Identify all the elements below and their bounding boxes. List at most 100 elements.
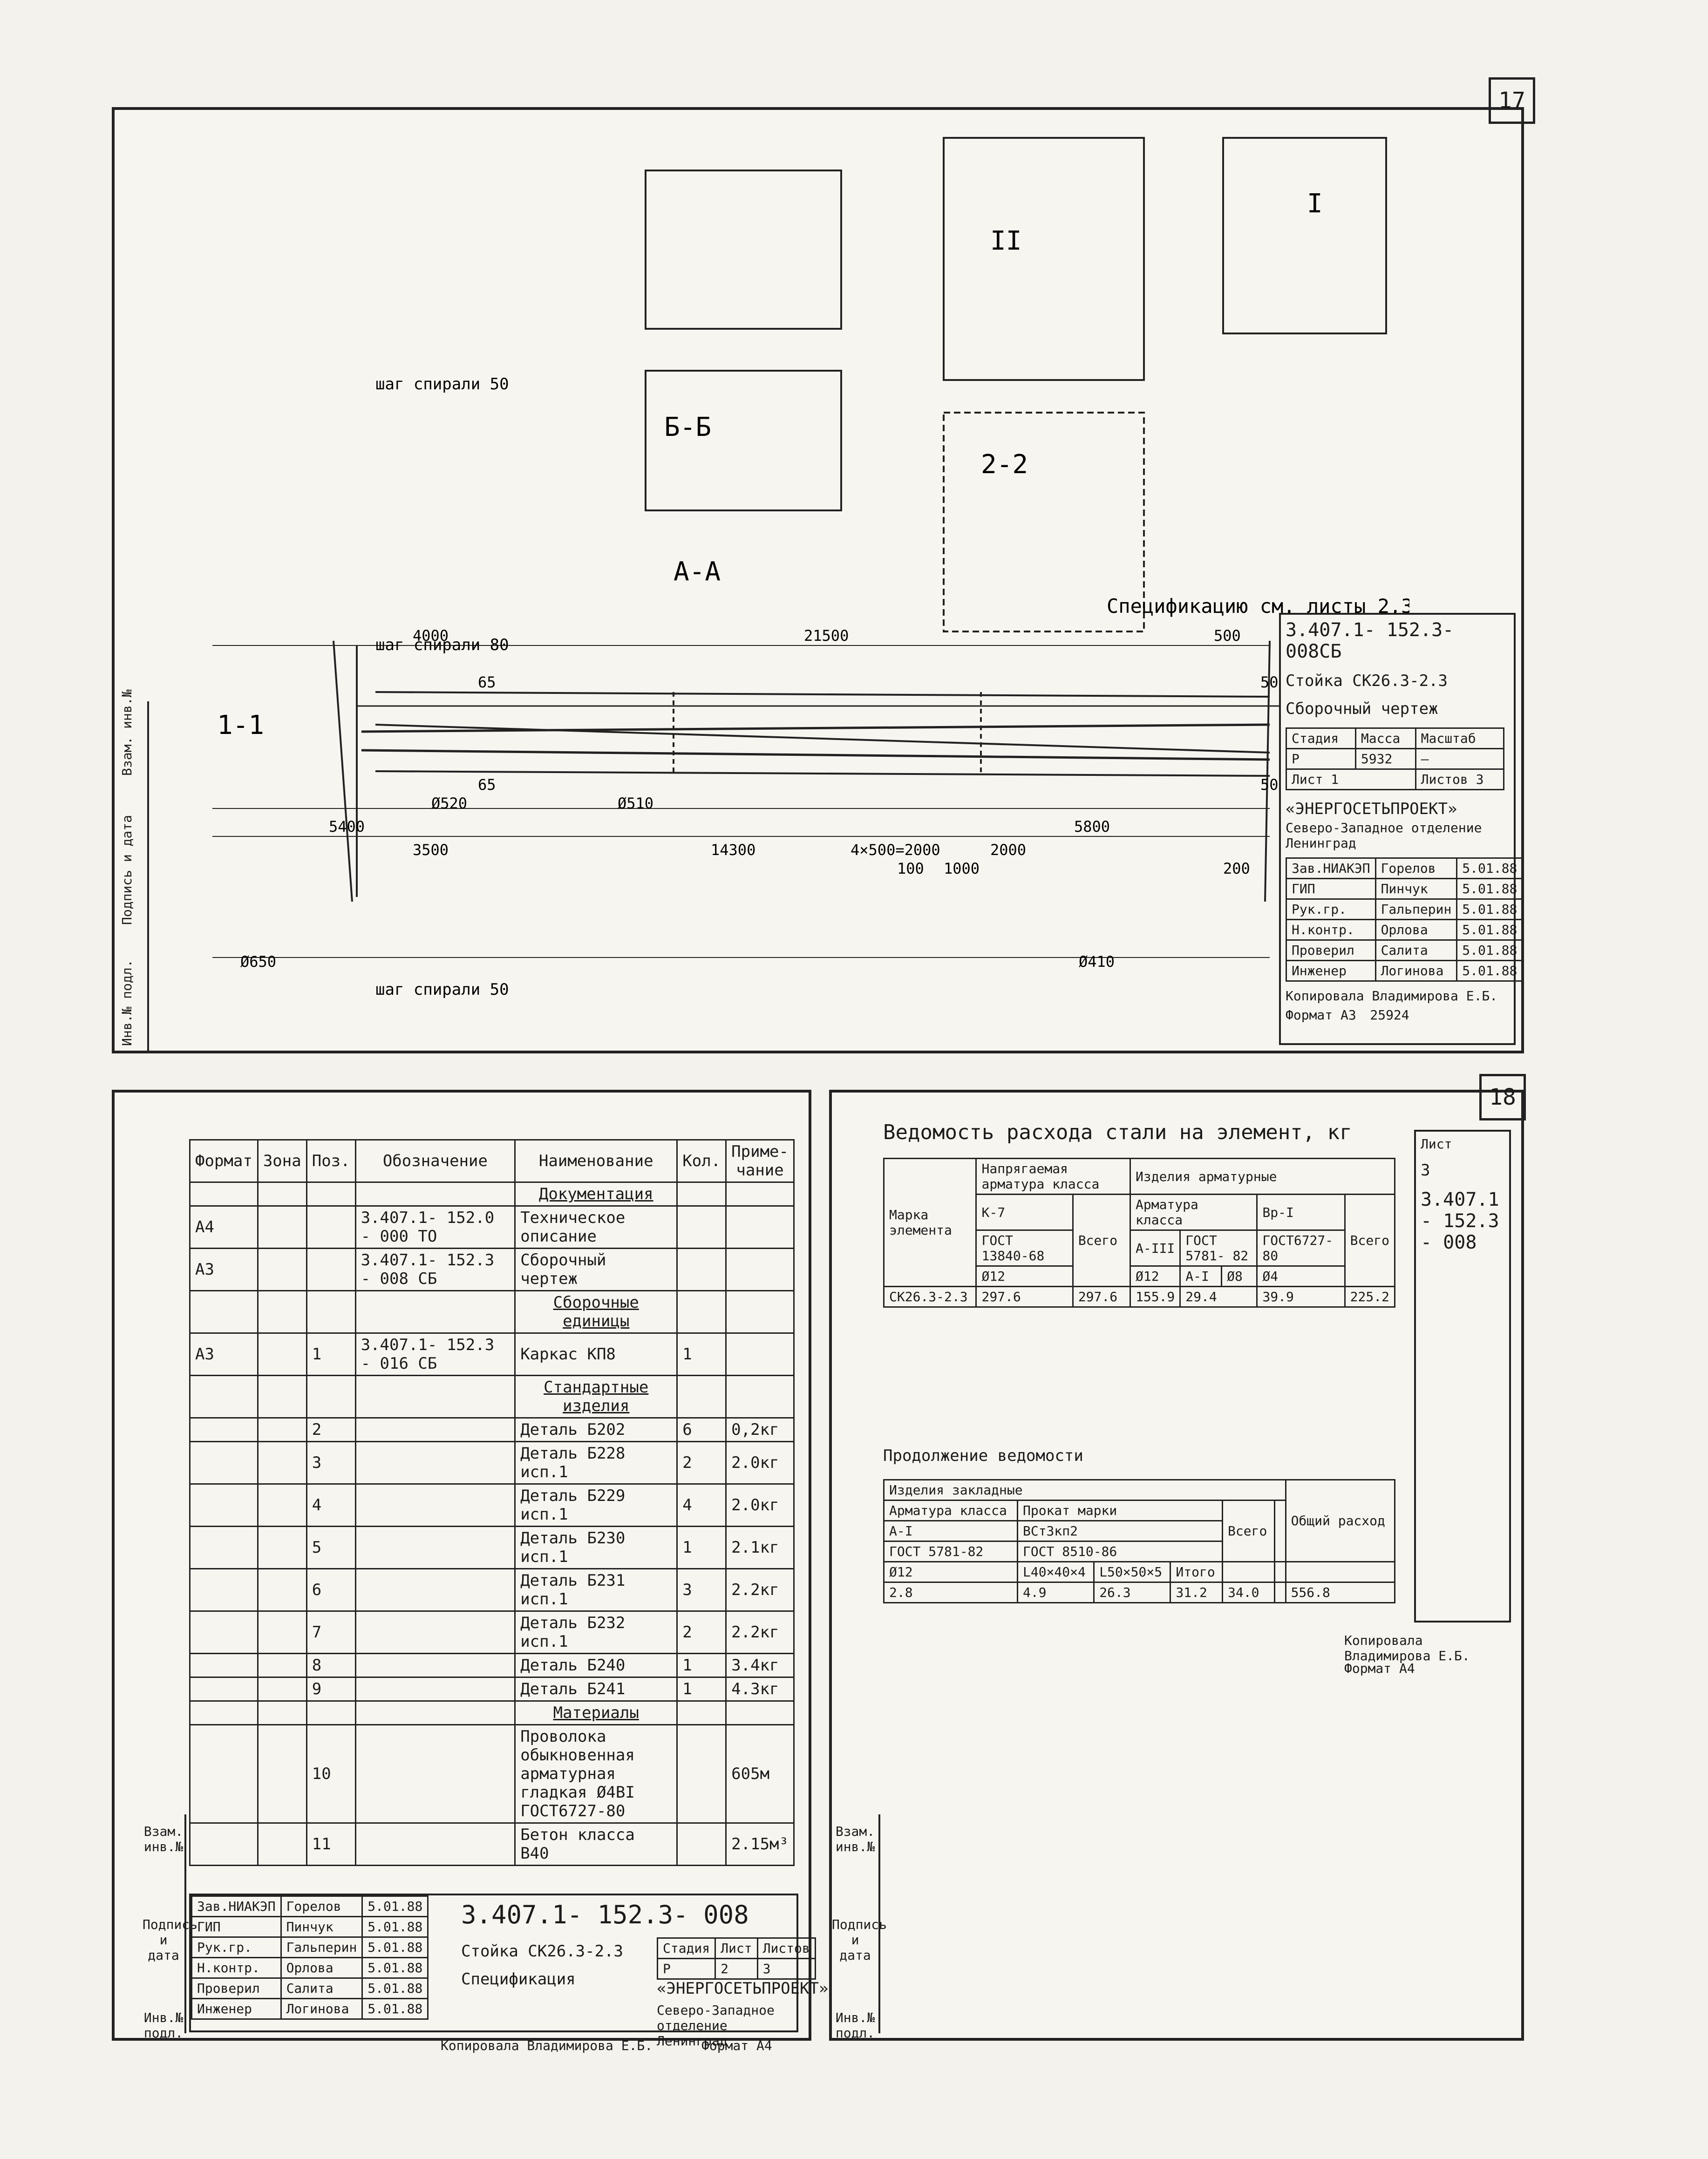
sheet-label: Лист 1 (1286, 768, 1416, 790)
mass-value: 5932 (1354, 748, 1416, 770)
h-k7: К-7 (975, 1194, 1074, 1231)
h-a-gost: ГОСТ 5781- 82 (1179, 1229, 1258, 1267)
scale-label: Масштаб (1415, 727, 1505, 749)
label-aa: А-А (674, 557, 721, 587)
steel-row-1: СК26.3-2.3 297.6 297.6 155.9 29.4 39.9 2… (883, 1286, 1396, 1308)
h-a1-d: Ø8 (1221, 1265, 1258, 1287)
org-sub-17: Северо-Западное отделение Ленинград (1286, 820, 1482, 851)
spec-h-name: Наименование (514, 1139, 678, 1183)
h2-p1: L40×40×4 (1016, 1561, 1095, 1583)
dim-14300: 14300 (711, 841, 755, 859)
format-17: Формат А3 (1286, 1007, 1356, 1023)
steel-title: Ведомость расхода стали на элемент, кг (883, 1120, 1352, 1144)
spec-row: Сборочные единицы (189, 1290, 795, 1334)
h-mark: Марка элемента (883, 1158, 977, 1287)
dim-4x500-a: 4×500=2000 (851, 841, 940, 859)
label-step-80: шаг спирали 80 (375, 636, 509, 654)
org-name-17: «ЭНЕРГОСЕТЬПРОЕКТ» (1286, 800, 1457, 818)
label-step-50a: шаг спирали 50 (375, 375, 509, 394)
dim-d520: Ø520 (431, 794, 467, 812)
spec-subtitle: Спецификация (461, 1970, 576, 1989)
h-a3: А-III (1129, 1229, 1181, 1267)
inv-18-2: Подпись и дата (832, 1917, 887, 1963)
title-block-18: Лист 3 3.407.1- 152.3- 008 (1414, 1130, 1511, 1623)
h-b1-gost: ГОСТ6727-80 (1256, 1229, 1346, 1267)
steel-table-1: Марка элемента Напрягаемая арматура клас… (883, 1158, 1396, 1308)
title-17-stage-table: Стадия Масса Масштаб Р 5932 — Лист 1 Лис… (1286, 727, 1505, 790)
dimension-lines (212, 645, 1270, 958)
dim-50b: 50 (1260, 776, 1279, 794)
inv-col-3: Взам. инв.№ (119, 689, 135, 776)
spec-org-sub: Северо-Западное отделение Ленинград (657, 2003, 775, 2049)
h2-bst-gost: ГОСТ 8510-86 (1016, 1541, 1224, 1562)
h-ip-total: Всего (1344, 1194, 1396, 1287)
inventory-strip-18: Инв.№ подл. Подпись и дата Взам. инв.№ (832, 1814, 887, 2041)
label-22: 2-2 (981, 449, 1028, 480)
label-1-1: 1-1 (217, 710, 264, 740)
sheet18-code: 3.407.1- 152.3- 008 (1421, 1189, 1499, 1253)
sheet-number: 17 (1489, 77, 1535, 124)
pole-outline (357, 705, 1279, 761)
dim-65b: 65 (478, 776, 496, 794)
spec-title: Стойка СК26.3-2.3 (461, 1942, 623, 1961)
inv-18-3: Взам. инв.№ (835, 1824, 875, 1854)
dim-50a: 50 (1260, 673, 1279, 691)
h-napr: Напрягаемая арматура класса (975, 1158, 1131, 1195)
assembly-drawing-sheet: 17 Инв.№ подл. Подпись и дата Взам. инв.… (112, 77, 1535, 1053)
spec-h-zone: Зона (257, 1139, 307, 1183)
h2-a1: А-I (883, 1520, 1018, 1542)
spec-format: Формат А4 (701, 2038, 772, 2053)
inv-spec-2: Подпись и дата (143, 1917, 198, 1963)
title-17-code: 3.407.1- 152.3- 008СБ (1286, 619, 1454, 662)
spec-header-row: Формат Зона Поз. Обозначение Наименовани… (189, 1139, 795, 1183)
sheet18-format: Формат А4 (1344, 1661, 1415, 1676)
h2-prokat: Прокат марки (1016, 1500, 1224, 1521)
inv-spec-1: Инв.№ подл. (143, 2010, 184, 2041)
steel-consumption-sheet: 18 Ведомость расхода стали на элемент, к… (829, 1074, 1526, 2041)
dim-500: 500 (1214, 627, 1241, 645)
label-bb: Б-Б (664, 412, 711, 442)
spec-h-note: Приме-чание (725, 1139, 795, 1183)
mass-label: Масса (1354, 727, 1416, 749)
spec-code: 3.407.1- 152.3- 008 (461, 1900, 749, 1929)
h2-a1-gost: ГОСТ 5781-82 (883, 1541, 1018, 1562)
dim-21500: 21500 (804, 627, 849, 645)
dim-d-top: Ø410 (1079, 953, 1115, 971)
stage-value: Р (1286, 748, 1356, 770)
title-block-spec: 3.407.1- 152.3- 008 Стойка СК26.3-2.3 Сп… (189, 1894, 828, 2049)
sheet18-sheet: 3 (1421, 1161, 1430, 1180)
sheet-number-18: 18 (1479, 1074, 1526, 1120)
spec-h-format: Формат (189, 1139, 259, 1183)
label-step-50b: шаг спирали 50 (375, 980, 509, 999)
title-block-17: 3.407.1- 152.3- 008СБ Стойка СК26.3-2.3 … (1279, 613, 1524, 1045)
steel-table-2: Изделия закладные Общий расход Арматура … (883, 1479, 1396, 1603)
h2-arm: Арматура класса (883, 1500, 1018, 1521)
h2-zakl-total: Всего (1222, 1500, 1275, 1562)
dim-1000: 1000 (944, 860, 980, 877)
dim-2000: 2000 (990, 841, 1026, 859)
dim-d-bottom: Ø650 (240, 953, 276, 971)
dim-100: 100 (897, 860, 924, 877)
h-ip-arm: Арматура класса (1129, 1194, 1258, 1231)
stage-label: Стадия (1286, 727, 1356, 749)
inv-spec-3: Взам. инв.№ (143, 1824, 184, 1854)
h2-a1-d: Ø12 (883, 1561, 1018, 1583)
